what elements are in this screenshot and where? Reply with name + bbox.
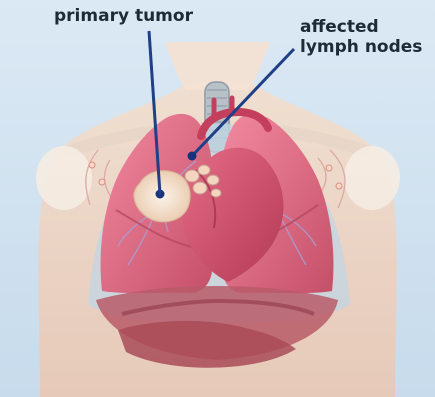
- affected-label-line-1: affected: [300, 17, 422, 37]
- lymph-node: [185, 170, 199, 182]
- affected-lymph-nodes-label: affected lymph nodes: [300, 17, 422, 57]
- affected-label-line-2: lymph nodes: [300, 37, 422, 57]
- lymph-nodes-pointer-dot: [188, 152, 197, 161]
- lymph-node: [207, 175, 219, 185]
- lymph-node: [198, 165, 210, 175]
- lymph-node: [211, 189, 221, 197]
- left-shoulder-joint: [36, 146, 92, 210]
- lymph-node: [193, 182, 207, 194]
- right-shoulder-joint: [344, 146, 400, 210]
- primary-tumor-label: primary tumor: [54, 6, 193, 26]
